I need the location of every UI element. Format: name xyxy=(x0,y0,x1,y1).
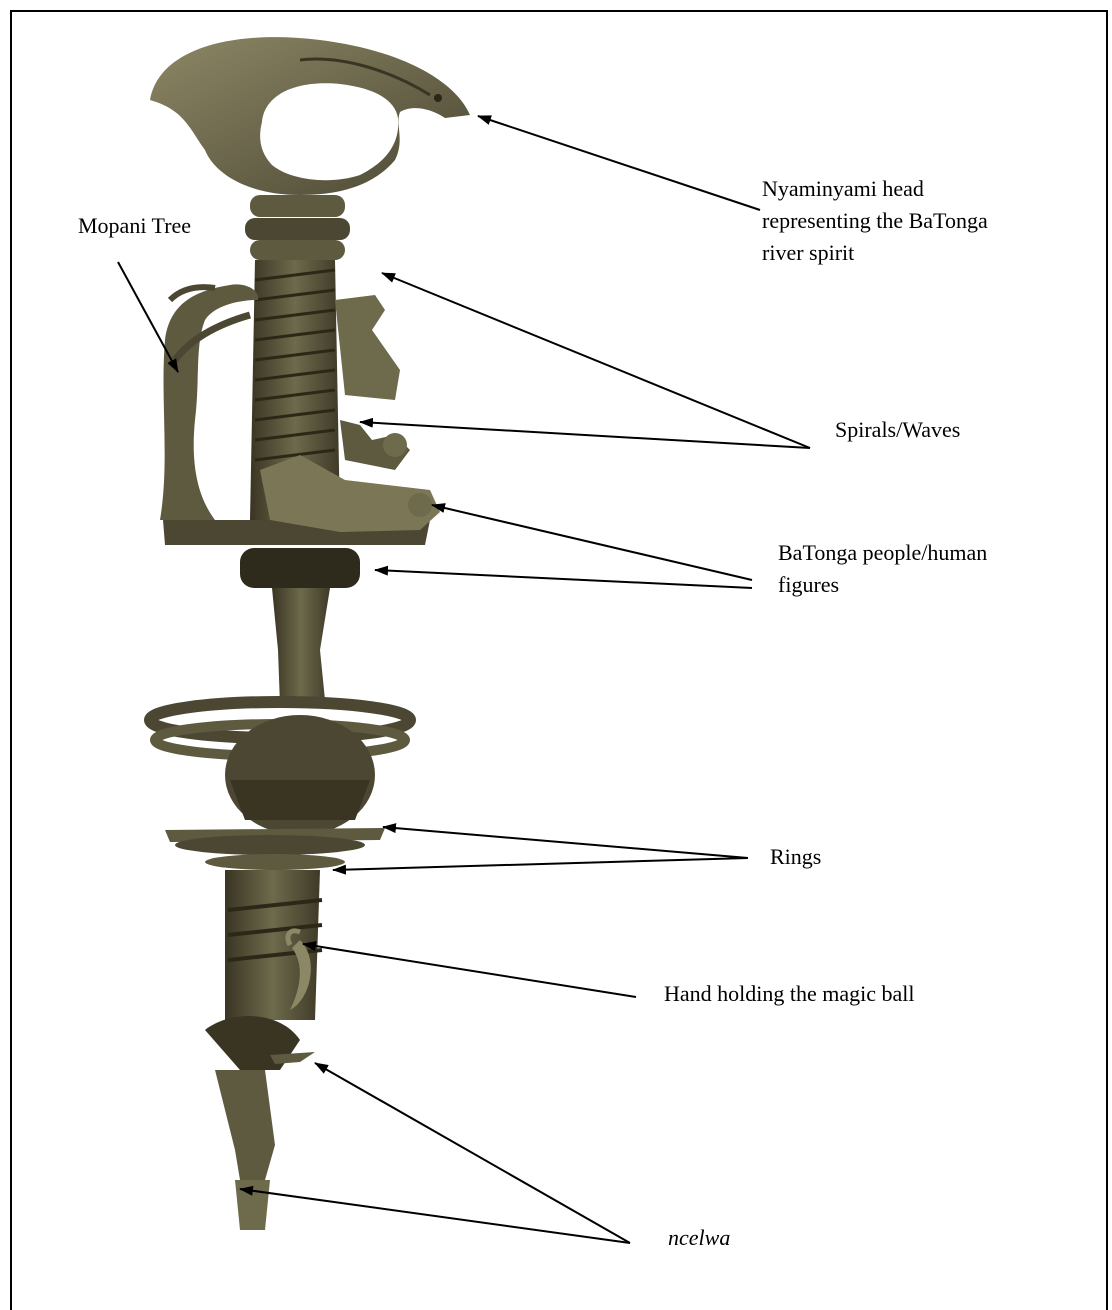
arrow-nyaminyami xyxy=(478,116,760,210)
middle-shaft xyxy=(272,588,330,705)
rings-carving xyxy=(165,828,385,870)
arrow-rings-1 xyxy=(383,827,748,858)
arrow-batonga-2 xyxy=(375,570,752,588)
arrow-hand xyxy=(303,944,636,997)
label-spirals-waves: Spirals/Waves xyxy=(835,414,960,446)
coil-bulb xyxy=(150,702,410,835)
arrow-spirals-1 xyxy=(382,273,810,448)
label-batonga-people: BaTonga people/human figures xyxy=(778,537,987,601)
dark-band xyxy=(240,548,360,588)
arrow-ncelwa-2 xyxy=(240,1189,630,1243)
human-figures-carving xyxy=(260,455,440,532)
label-nyaminyami-head: Nyaminyami head representing the BaTonga… xyxy=(762,173,988,269)
carved-stick xyxy=(150,37,470,1230)
arrow-ncelwa-1 xyxy=(315,1063,630,1243)
arrow-spirals-2 xyxy=(360,422,810,448)
label-ncelwa: ncelwa xyxy=(668,1222,730,1254)
neck-coils xyxy=(245,195,350,260)
nyaminyami-head-carving xyxy=(150,37,470,195)
arrow-batonga-1 xyxy=(432,505,752,580)
arrow-mopani xyxy=(118,262,178,372)
arrow-rings-2 xyxy=(333,858,748,870)
label-rings: Rings xyxy=(770,841,821,873)
label-hand-magic-ball: Hand holding the magic ball xyxy=(664,978,915,1010)
label-mopani-tree: Mopani Tree xyxy=(78,210,191,242)
